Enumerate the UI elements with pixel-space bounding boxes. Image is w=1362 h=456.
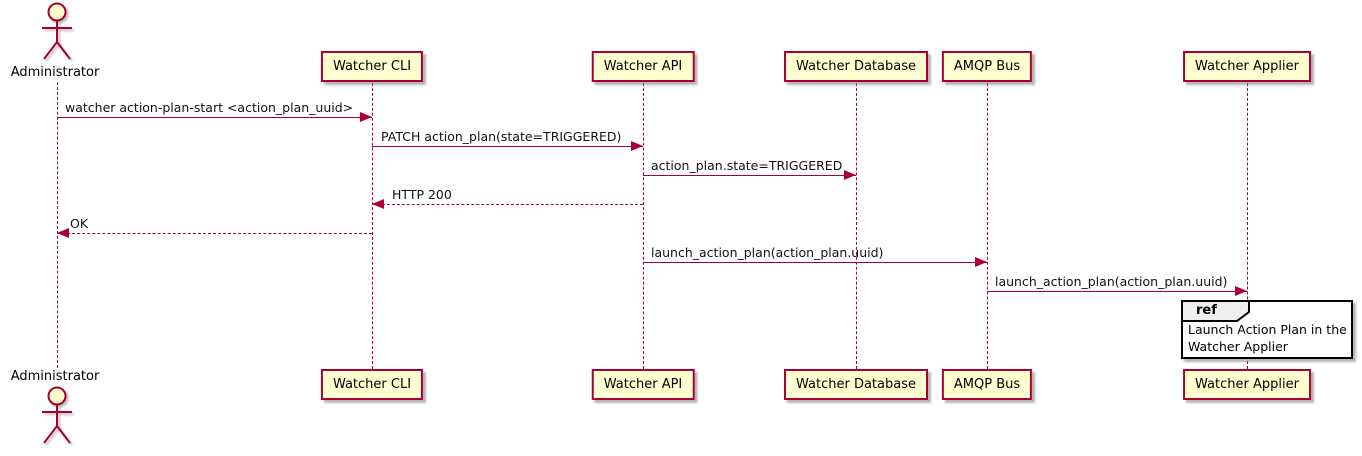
participant-box-watcher-api-bottom: Watcher API	[591, 369, 695, 400]
arrow-head-icon	[372, 199, 384, 209]
lifeline-watcher-cli	[371, 83, 373, 369]
message-label: PATCH action_plan(state=TRIGGERED)	[381, 129, 622, 144]
message-line	[57, 117, 372, 118]
lifeline-watcher-applier	[1246, 83, 1248, 369]
arrow-head-icon	[57, 228, 69, 238]
lifeline-amqp-bus	[986, 83, 988, 369]
actor-label-administrator-bottom: Administrator	[10, 369, 100, 384]
actor-label-administrator-top: Administrator	[10, 65, 100, 80]
administrator-actor-icon	[42, 386, 72, 444]
message-line	[643, 175, 856, 176]
message-label: watcher action-plan-start <action_plan_u…	[65, 100, 354, 115]
message-label: launch_action_plan(action_plan.uuid)	[651, 245, 884, 260]
message-label: OK	[70, 216, 89, 231]
arrow-head-icon	[975, 257, 987, 267]
participant-box-watcher-applier-bottom: Watcher Applier	[1183, 369, 1311, 400]
message-label: launch_action_plan(action_plan.uuid)	[995, 274, 1228, 289]
message-line	[372, 146, 643, 147]
message-line	[57, 233, 372, 234]
ref-tab-shape	[1181, 300, 1250, 322]
message-label: action_plan.state=TRIGGERED	[651, 158, 843, 173]
participant-box-watcher-cli-bottom: Watcher CLI	[320, 369, 424, 400]
participant-box-watcher-database-top: Watcher Database	[784, 51, 928, 82]
message-line	[643, 262, 987, 263]
ref-text-line: Watcher Applier	[1188, 338, 1288, 354]
lifeline-watcher-database	[855, 83, 857, 369]
message-line	[987, 291, 1247, 292]
participant-box-amqp-bus-bottom: AMQP Bus	[941, 369, 1033, 400]
ref-fragment-box: ref Launch Action Plan in the Watcher Ap…	[1181, 300, 1353, 359]
participant-box-amqp-bus-top: AMQP Bus	[941, 51, 1033, 82]
participant-box-watcher-api-top: Watcher API	[591, 51, 695, 82]
arrow-head-icon	[844, 170, 856, 180]
participant-box-watcher-database-bottom: Watcher Database	[784, 369, 928, 400]
ref-tab-label: ref	[1196, 303, 1217, 318]
lifeline-watcher-api	[642, 83, 644, 369]
participant-box-watcher-cli-top: Watcher CLI	[320, 51, 424, 82]
message-line	[372, 204, 643, 205]
lifeline-administrator	[56, 82, 58, 368]
message-label: HTTP 200	[392, 187, 452, 202]
ref-text-line: Launch Action Plan in the	[1188, 322, 1347, 337]
arrow-head-icon	[1235, 286, 1247, 296]
arrow-head-icon	[631, 141, 643, 151]
participant-box-watcher-applier-top: Watcher Applier	[1183, 51, 1311, 82]
administrator-actor-icon	[42, 2, 72, 60]
arrow-head-icon	[360, 112, 372, 122]
